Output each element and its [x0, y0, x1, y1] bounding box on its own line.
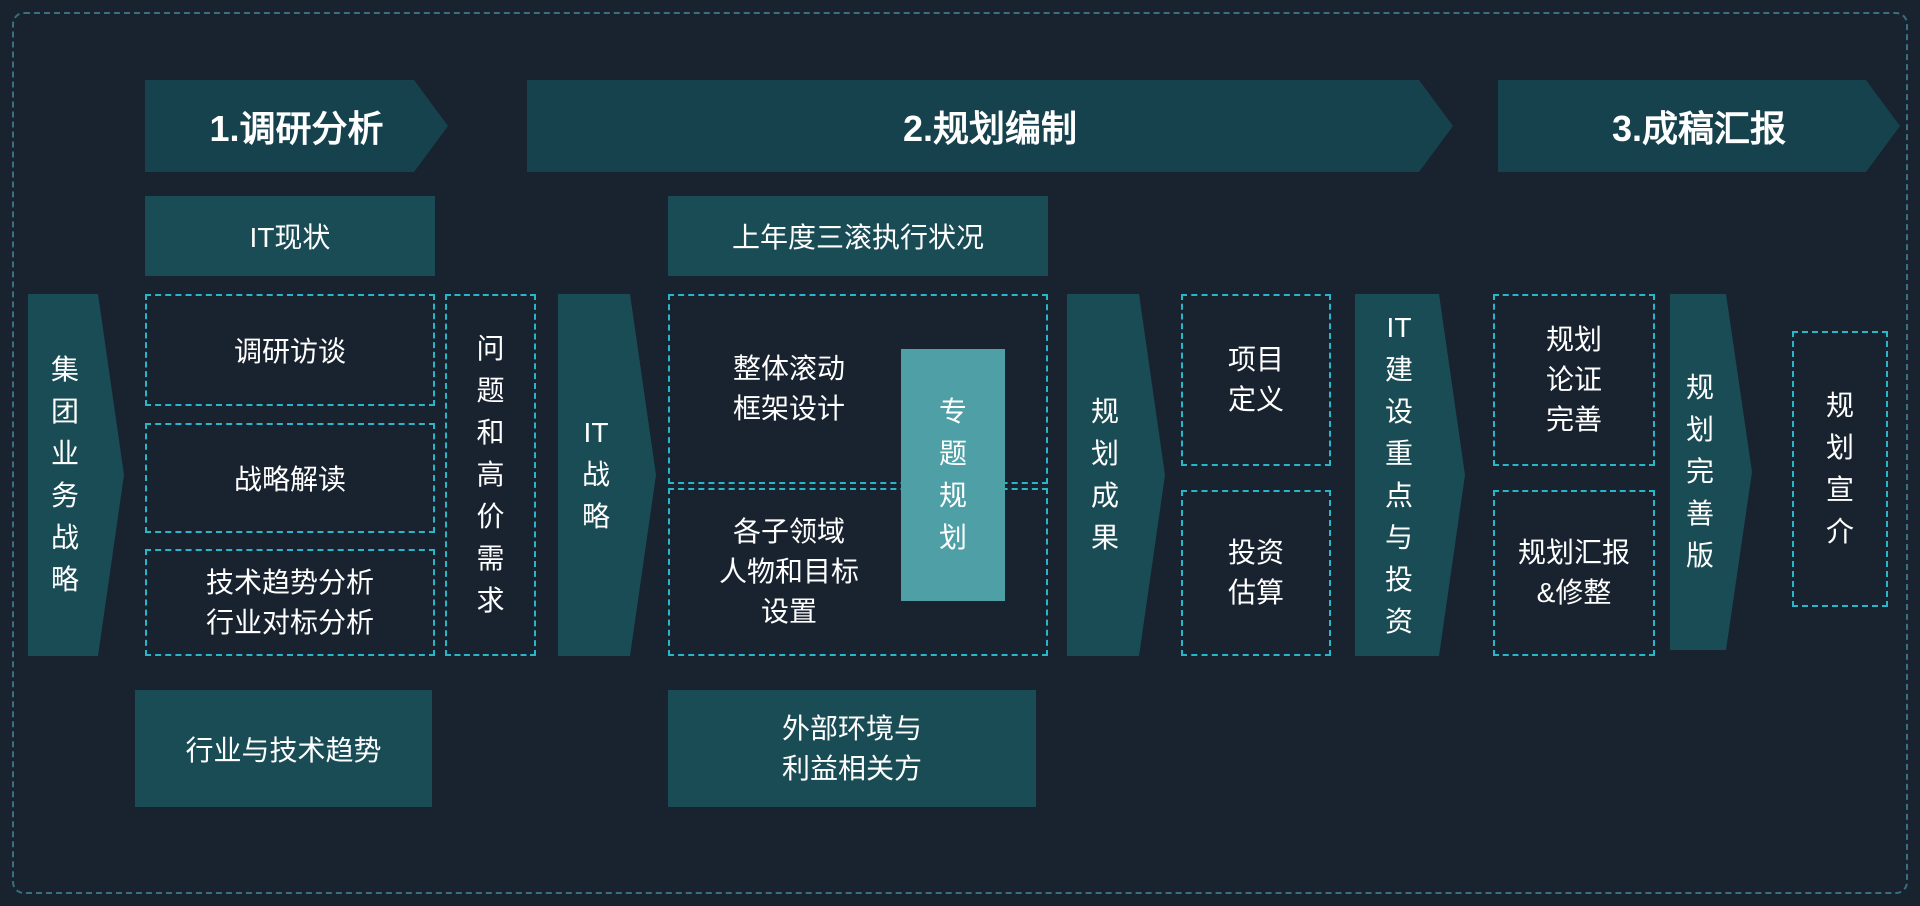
box-subdomain-tasks: 各子领域 人物和目标 设置	[668, 488, 1048, 656]
box-rolling-framework: 整体滚动 框架设计	[668, 294, 1048, 484]
box-label: 规划 论证 完善	[1545, 324, 1602, 435]
phase-banner-label: 3.成稿汇报	[1611, 108, 1787, 149]
box-external-environment: 外部环境与 利益相关方	[668, 690, 1036, 807]
box-label: 问题和高价需求	[476, 333, 505, 616]
box-strategy-interpretation: 战略解读	[145, 423, 435, 533]
box-it-status: IT现状	[145, 196, 435, 276]
box-special-topic-planning: 专题规划	[901, 349, 1005, 601]
box-label: 项目 定义	[1227, 344, 1284, 415]
box-planning-promotion: 规划宣介	[1792, 331, 1888, 607]
box-investment-estimate: 投资 估算	[1181, 490, 1331, 656]
box-last-year-execution: 上年度三滚执行状况	[668, 196, 1048, 276]
box-label: 战略解读	[233, 464, 346, 495]
box-label: 规划汇报 &修整	[1517, 537, 1630, 608]
arrow-label: IT建设重点与投资	[1384, 312, 1413, 637]
arrow-label: 集团业务战略	[50, 354, 79, 595]
box-label: 投资 估算	[1227, 537, 1284, 608]
box-planning-report-revision: 规划汇报 &修整	[1493, 490, 1655, 656]
box-industry-tech-trends: 行业与技术趋势	[135, 690, 432, 807]
box-label: 各子领域 人物和目标 设置	[718, 516, 859, 627]
arrow-label: 规划完善版	[1685, 372, 1714, 571]
box-label: 调研访谈	[233, 336, 346, 367]
box-label: 技术趋势分析 行业对标分析	[205, 566, 374, 638]
box-planning-validation: 规划 论证 完善	[1493, 294, 1655, 466]
box-label: 上年度三滚执行状况	[731, 222, 984, 253]
box-label: IT现状	[249, 222, 331, 253]
phase-banner-planning-compilation: 2.规划编制	[527, 80, 1453, 172]
box-research-interview: 调研访谈	[145, 294, 435, 406]
arrow-label: 规划成果	[1090, 396, 1119, 553]
phase-banner-label: 2.规划编制	[902, 108, 1078, 149]
diagram-dashed-border	[12, 12, 1908, 894]
arrow-it-construction-investment: IT建设重点与投资	[1355, 294, 1465, 656]
phase-banner-label: 1.调研分析	[209, 108, 384, 149]
box-tech-trend-benchmark: 技术趋势分析 行业对标分析	[145, 549, 435, 656]
box-label: 专题规划	[938, 396, 967, 553]
phase-banner-research-analysis: 1.调研分析	[145, 80, 448, 172]
box-label: 行业与技术趋势	[185, 734, 382, 766]
box-label: 整体滚动 框架设计	[732, 353, 845, 424]
box-project-definition: 项目 定义	[1181, 294, 1331, 466]
box-label: 规划宣介	[1825, 390, 1854, 547]
phase-banner-final-report: 3.成稿汇报	[1498, 80, 1900, 172]
arrow-label: IT战略	[581, 417, 610, 532]
box-problems-high-value-needs: 问题和高价需求	[445, 294, 536, 656]
box-label: 外部环境与 利益相关方	[781, 712, 922, 784]
